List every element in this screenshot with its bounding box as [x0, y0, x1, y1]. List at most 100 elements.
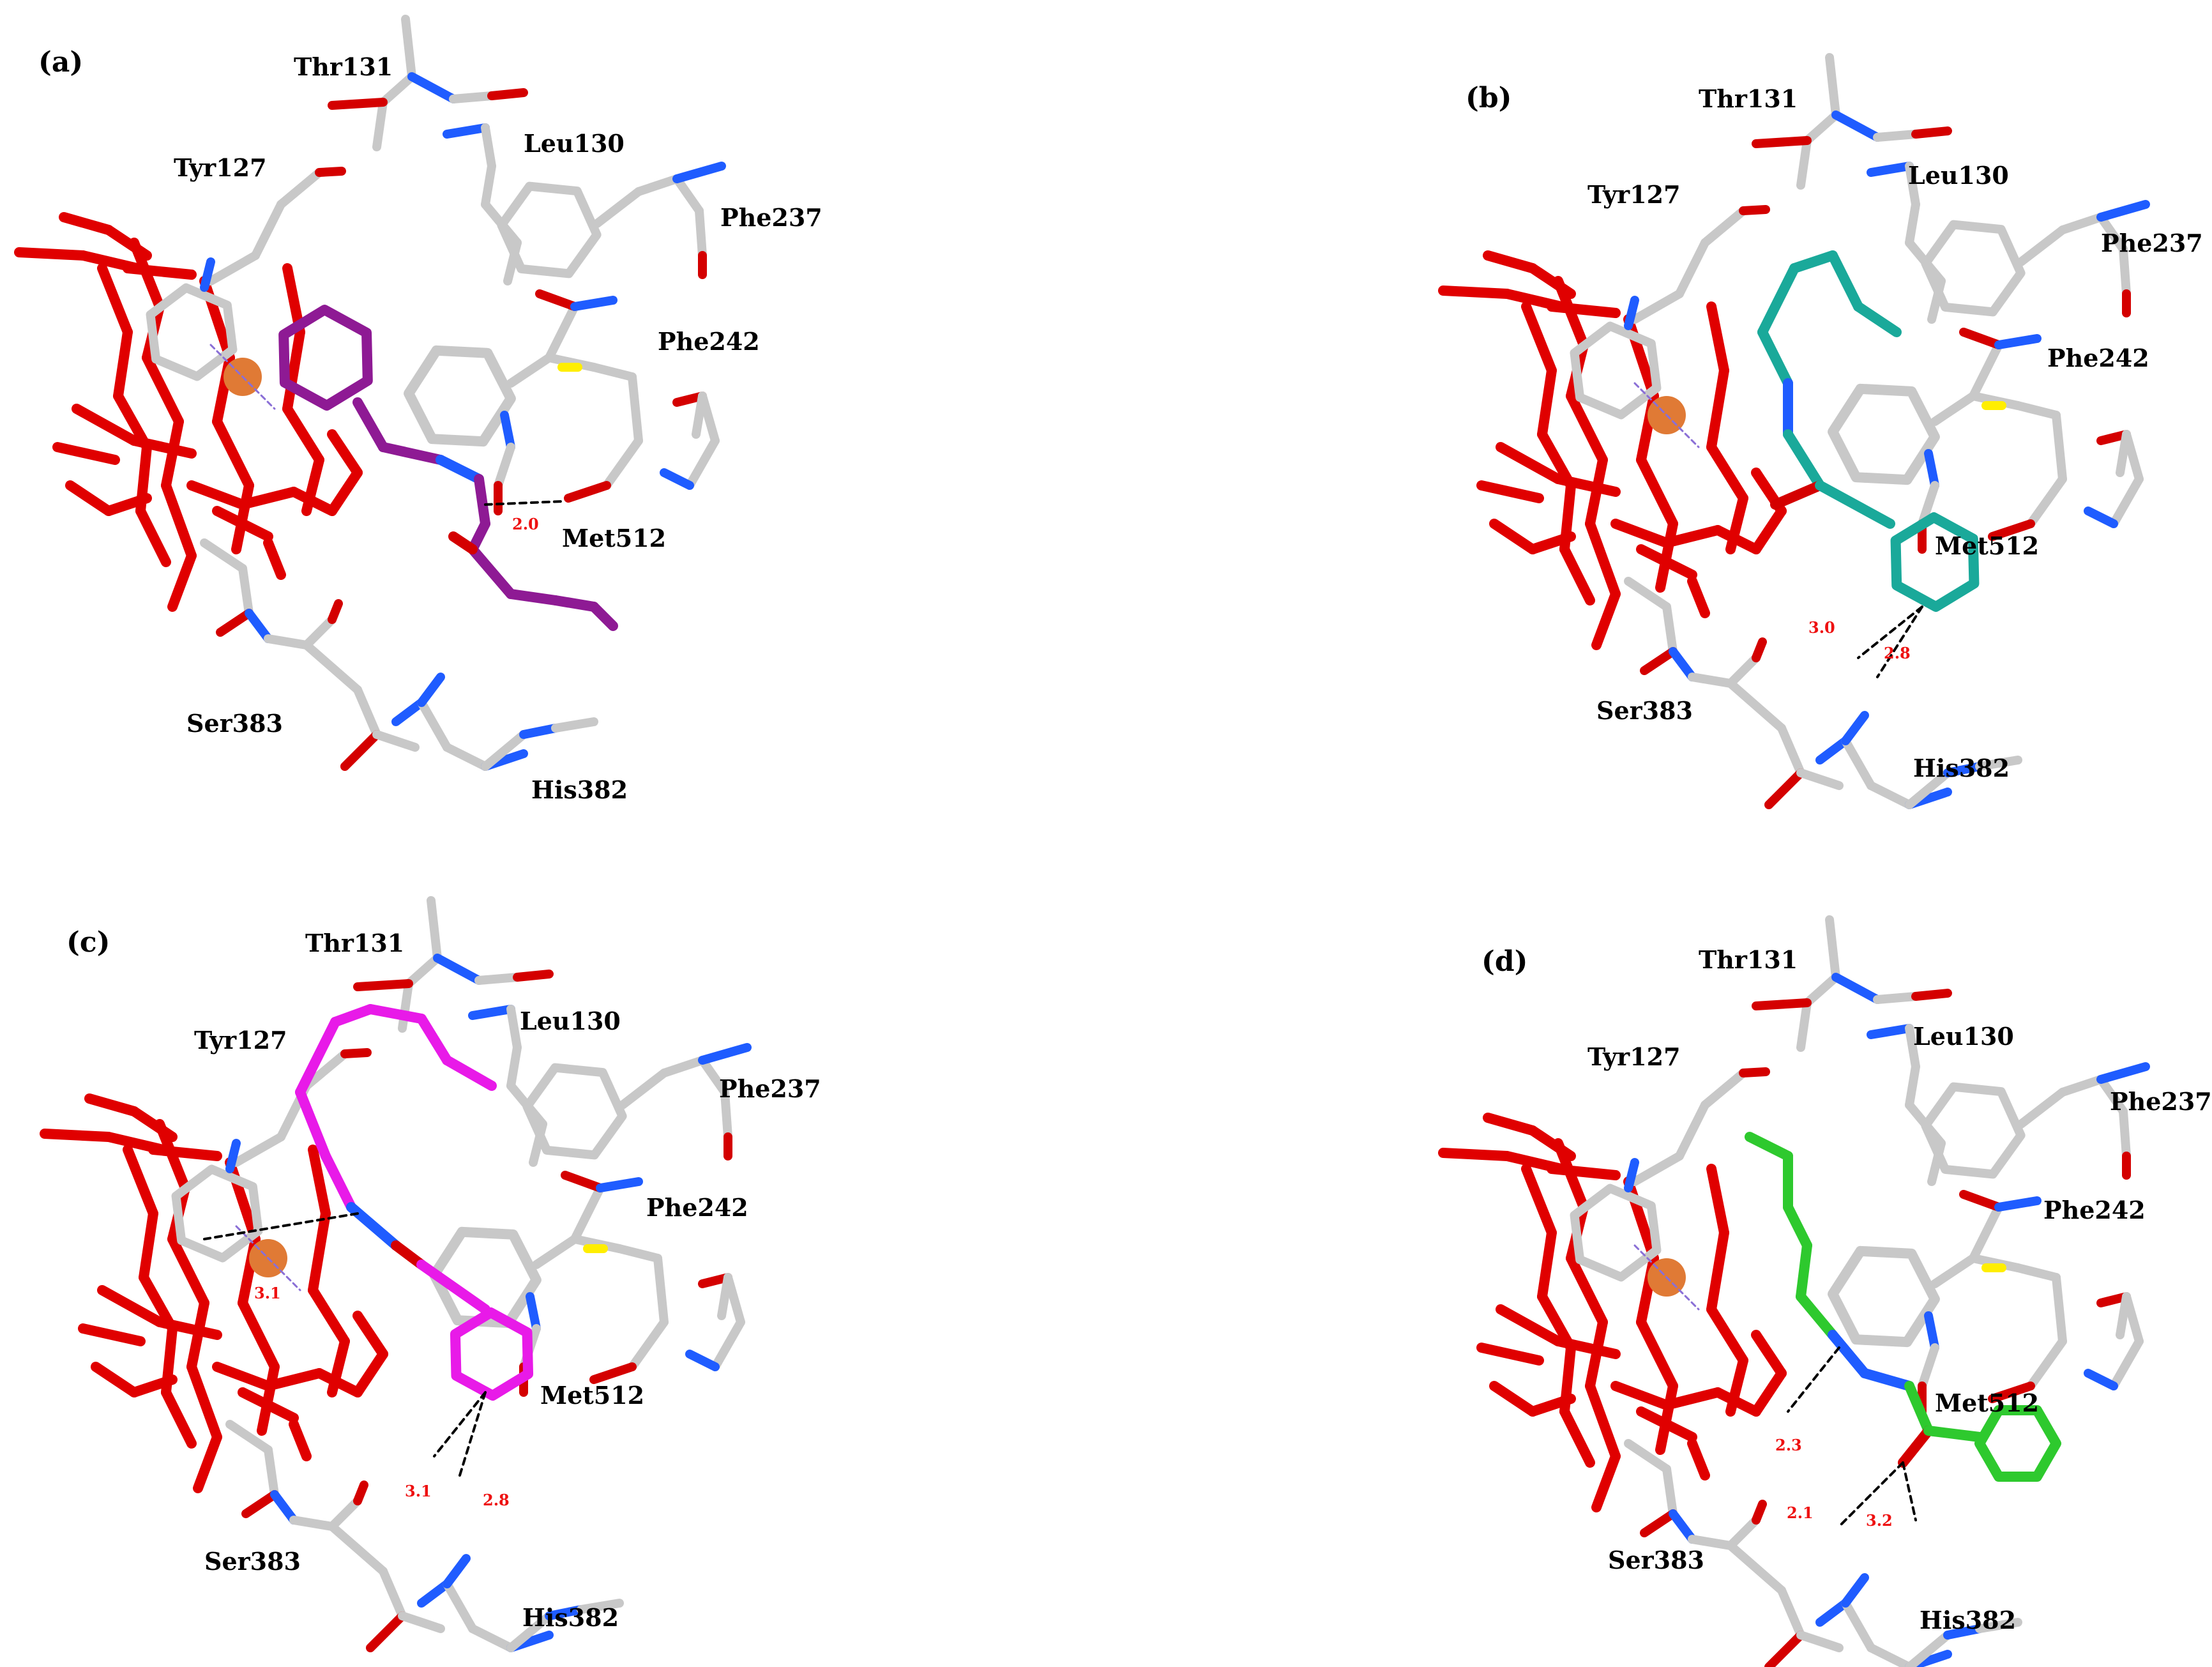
ser383-nitrogen: [1669, 1509, 1697, 1544]
ser383-bond: [302, 641, 362, 694]
ser383-oxygen: [1640, 647, 1678, 675]
heme-bond: [289, 1419, 312, 1461]
heme-bond: [1521, 301, 1557, 376]
heme-bond: [1553, 474, 1621, 497]
ser383-oxygen: [1752, 637, 1767, 662]
phe242-bond: [1918, 1343, 1939, 1390]
heme-bond: [1751, 506, 1787, 554]
tyr127-ring: [171, 1164, 263, 1263]
thr131-nitrogen: [1831, 110, 1882, 142]
thr131-bond: [1803, 973, 1840, 1007]
phe242-oxygen: [1988, 1382, 2035, 1403]
ligand-bond: [295, 1087, 331, 1161]
heme-bond: [186, 1362, 222, 1442]
heme-bond: [1706, 1228, 1729, 1314]
ligand-bond: [416, 1014, 452, 1065]
label-thr131: Thr131: [1699, 945, 1798, 974]
his382-nitrogen: [391, 698, 426, 726]
phe237-bond: [695, 206, 707, 260]
tyr127-nitrogen: [1624, 296, 1639, 330]
met512-bond: [717, 1273, 732, 1320]
heme-bond: [161, 1387, 197, 1449]
phe242-bond: [628, 372, 643, 445]
tyr127-bond: [1675, 1100, 1709, 1161]
thr131-oxygen: [513, 970, 554, 982]
label-thr131: Thr131: [294, 52, 393, 81]
phe242-oxygen: [564, 481, 611, 503]
ser383-bond: [1777, 1586, 1805, 1640]
heme-bond: [135, 506, 171, 567]
ser383-bond: [200, 538, 247, 573]
ligand-oxygen: [448, 531, 478, 554]
heme-bond: [1706, 1164, 1729, 1238]
phe242-bond: [589, 363, 637, 381]
ser383-bond: [238, 564, 254, 618]
phe237-ring: [1921, 1082, 2026, 1179]
ser383-bond: [264, 1445, 279, 1499]
phe237-bond: [660, 1056, 707, 1077]
phe242-oxygen: [1959, 328, 2003, 349]
his382-bond: [443, 1579, 477, 1633]
phe242-bond: [602, 436, 643, 490]
heme-bond: [1476, 1343, 1544, 1366]
hbond-distance-label: 3.0: [1808, 618, 1835, 637]
heme-bond: [308, 1285, 350, 1346]
phe242-nitrogen: [1994, 1196, 2042, 1212]
heme-bond: [1566, 391, 1608, 465]
heme-bond: [1496, 442, 1563, 484]
hbond-distance-label: 2.1: [1787, 1503, 1814, 1522]
phe242-nitrogen: [1924, 449, 1939, 490]
ligand-ring: [1974, 1405, 2061, 1482]
phe242-bond: [1969, 340, 2003, 400]
phe242-bond: [2013, 401, 2061, 420]
phe237-bond: [2119, 245, 2131, 298]
his382-bond: [443, 743, 490, 771]
ser383-bond: [379, 1567, 407, 1620]
thr131-bond: [1803, 110, 1840, 145]
heme-bond: [1636, 1406, 1697, 1442]
heme-bond: [1687, 576, 1710, 618]
ser383-bond: [1662, 602, 1678, 656]
thr131-bond: [379, 72, 416, 107]
ligand-bond: [1923, 1426, 1985, 1442]
thr131-bond: [398, 979, 413, 1033]
ser383-bond: [1777, 724, 1805, 777]
met512-nitrogen: [660, 468, 694, 490]
leu130-bond: [481, 123, 496, 171]
heme-bond: [193, 1432, 222, 1493]
ligand-ring: [450, 1307, 534, 1401]
phe242-bond: [545, 302, 579, 362]
met512-nitrogen: [2084, 506, 2118, 528]
thr131-oxygen: [1911, 989, 1952, 1001]
tyr127-bond: [232, 1132, 285, 1167]
tyr127-oxygen: [1739, 205, 1770, 215]
ser383-bond: [1624, 1439, 1671, 1473]
heme-bond: [123, 263, 197, 280]
heme-bond: [1713, 1387, 1761, 1417]
phe237-bond: [2058, 213, 2105, 234]
phe242-bond: [570, 1235, 624, 1253]
heme-bond: [167, 1234, 209, 1308]
met512-bond: [692, 392, 707, 439]
tyr127-oxygen: [1739, 1067, 1770, 1077]
hbond-distance-label: 3.1: [405, 1482, 432, 1500]
thr131-oxygen: [1911, 126, 1952, 139]
heme-bond: [142, 353, 184, 427]
his382-nitrogen: [519, 724, 560, 739]
heme-bond: [327, 429, 363, 478]
leu130-bond: [1905, 200, 1920, 247]
label-phe237: Phe237: [2110, 1087, 2212, 1116]
heme-bond: [1687, 1438, 1710, 1481]
ser383-bond: [302, 615, 337, 650]
panel-letter: (c): [66, 926, 110, 959]
label-phe242: Phe242: [658, 327, 760, 356]
his382-nitrogen: [417, 673, 445, 707]
his382-bond: [417, 698, 451, 752]
his382-nitrogen: [1943, 1624, 1984, 1640]
tyr127-bond: [302, 1049, 349, 1090]
phe242-bond: [1930, 392, 1978, 426]
ser383-bond: [1726, 679, 1786, 733]
his382-bond: [577, 1599, 624, 1614]
leu130-nitrogen: [1867, 162, 1914, 177]
ser383-bond: [328, 1522, 388, 1576]
